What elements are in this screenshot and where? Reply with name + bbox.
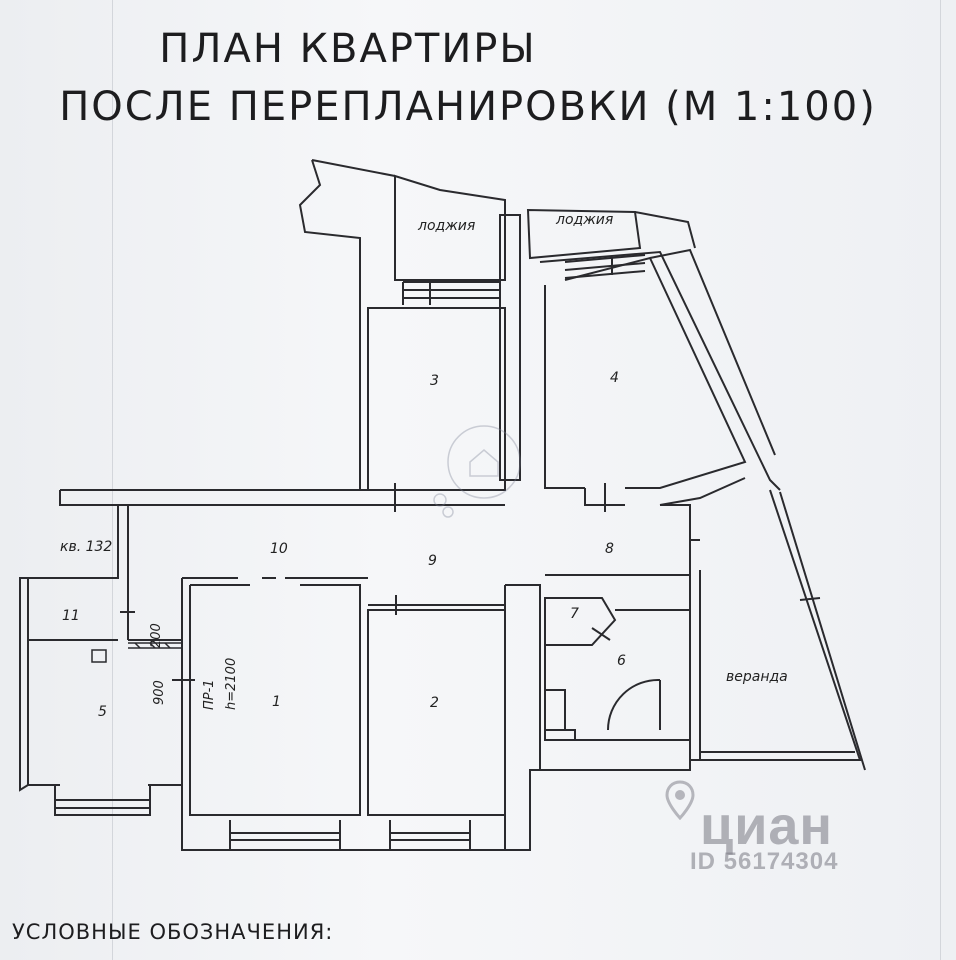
map-pin-icon [665,780,695,820]
legend-heading: УСЛОВНЫЕ ОБОЗНАЧЕНИЯ: [12,920,334,944]
door-arc-room-6 [607,678,661,731]
wall-room-3-outer [359,214,521,490]
wall-room-4 [544,256,747,489]
wall-loggia-left [394,174,506,281]
room-label-veranda: веранда [726,669,788,685]
wall-column [504,584,541,850]
room-label-7: 7 [570,606,579,622]
dimension-200: 200 [149,623,164,648]
wall-veranda-outer [779,491,866,771]
window-room-2 [389,820,471,851]
room-label-6: 6 [617,653,626,669]
room-label-5: 5 [98,704,107,720]
window-room-1 [229,820,341,851]
door-marks [120,483,700,681]
room-label-2: 2 [430,695,439,711]
wall-veranda [689,489,862,761]
plan-title: ПЛАН КВАРТИРЫ [159,26,537,72]
room-label-10: 10 [270,541,288,557]
room-label-loggia-right: лоджия [555,212,613,228]
wall-corridor-top [59,489,505,506]
wall-corridor-right [584,477,746,506]
wall-room-1 [189,584,361,816]
wall-room-3 [367,307,506,491]
wall-loggia-right [526,208,696,260]
paper-fold-line [940,0,941,960]
wall-room-4-outer [539,248,781,491]
wall-room-6-outer [540,760,691,771]
agency-stamp-icon [433,425,521,518]
opening-label: ПР-1 [202,679,217,710]
room-label-1: 1 [272,694,281,710]
dimension-900: 900 [152,680,167,705]
room-label-4: 4 [610,370,619,386]
wall-room-1-outer [181,577,368,851]
loggia-hatch [402,254,646,305]
apartment-label: кв. 132 [60,539,112,555]
wall-room-2-outer [360,769,540,851]
wall-room-5-window [54,785,151,816]
wall-room-7 [544,597,617,646]
loggia-left-broken-wall [298,159,396,300]
room-label-9: 9 [428,553,437,569]
watermark-id: ID 56174304 [690,848,839,875]
room-label-8: 8 [605,541,614,557]
watermark-brand: циан [700,796,834,856]
wall-room-8 [545,504,691,576]
plan-subtitle: ПОСЛЕ ПЕРЕПЛАНИРОВКИ (М 1:100) [59,84,877,130]
partition-hatch [91,642,182,663]
room-label-3: 3 [430,373,439,389]
opening-height-label: h=2100 [224,658,239,710]
wall-room-6 [544,609,691,741]
wall-room-6-fixtures [545,689,576,740]
room-label-loggia-left: лоджия [417,218,475,234]
room-label-11: 11 [62,608,80,624]
paper-fold-line [112,0,113,960]
